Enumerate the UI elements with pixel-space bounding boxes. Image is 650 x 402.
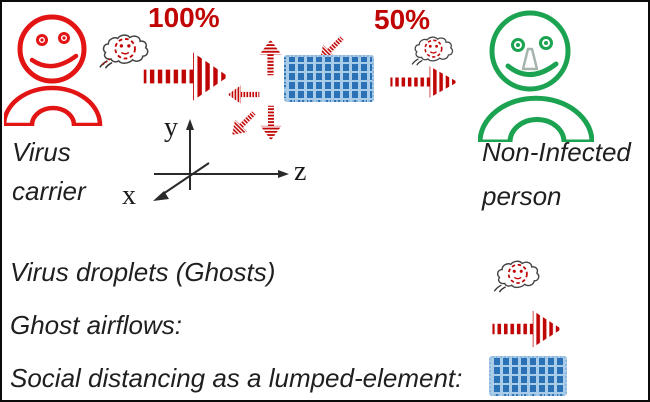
airflow-arrow-icon-diagonal-low — [232, 111, 256, 135]
airflow-arrow-icon-attenuated — [390, 66, 458, 98]
non-infected-figure — [478, 10, 594, 142]
airflow-arrow-icon-diagonal-top — [320, 36, 344, 60]
transmission-percent-reduced: 50% — [374, 4, 431, 35]
airflow-arrow-icon-up — [259, 39, 282, 76]
non-infected-label-line2: person — [482, 181, 562, 211]
virus-droplet-ghost-icon-after — [411, 36, 454, 66]
coordinate-axes — [153, 119, 289, 201]
airflow-arrow-icon-left — [227, 85, 260, 104]
virus-droplet-ghost-icon — [99, 34, 149, 69]
legend-social-distancing-barrier — [489, 356, 567, 396]
transmission-percent-full: 100% — [148, 2, 220, 33]
virus-carrier-figure — [4, 14, 103, 126]
legend-ghost-airflows-label: Ghost airflows: — [10, 310, 182, 340]
airflow-arrow-icon-down — [260, 105, 282, 141]
legend-virus-droplet-ghost-icon — [493, 260, 540, 293]
virus-carrier-label-line1: Virus — [12, 137, 71, 167]
legend-social-distancing-label: Social distancing as a lumped-element: — [10, 363, 463, 393]
legend-airflow-arrow-icon — [492, 310, 562, 348]
non-infected-label-line1: Non-Infected — [482, 137, 631, 167]
social-distancing-barrier — [284, 55, 374, 102]
legend-virus-droplets-label: Virus droplets (Ghosts) — [10, 257, 276, 287]
axis-label-x: x — [122, 180, 136, 211]
axis-label-z: z — [294, 156, 307, 187]
virus-carrier-label-line2: carrier — [12, 176, 86, 206]
axis-label-y: y — [164, 112, 178, 143]
airflow-arrow-icon-main — [143, 52, 229, 101]
